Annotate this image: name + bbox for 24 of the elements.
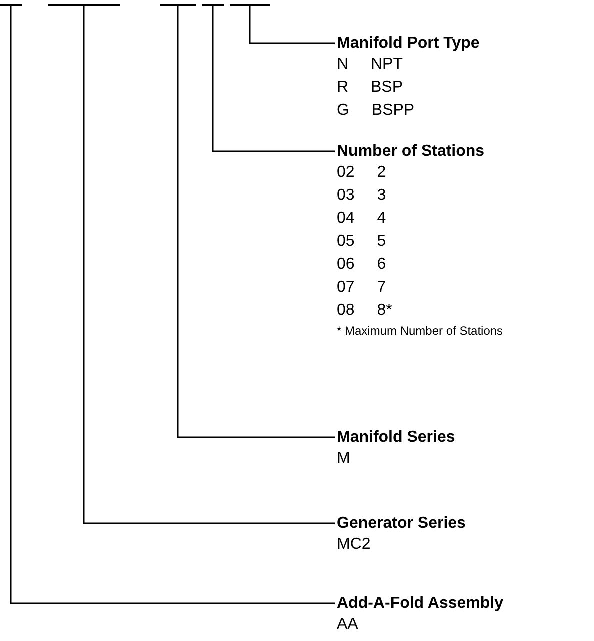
option-row-text: M <box>337 449 350 469</box>
footnote: * Maximum Number of Stations <box>337 323 504 339</box>
option-row-text: G BSPP <box>337 101 415 121</box>
option-row-text: N NPT <box>337 55 403 75</box>
option-row-text: 04 4 <box>337 209 386 229</box>
option-row-text: 07 7 <box>337 278 386 298</box>
option-row-text: MC2 <box>337 535 371 555</box>
leader-line <box>177 6 335 438</box>
option-row-text: 08 8* <box>337 301 392 321</box>
leader-line <box>10 6 335 604</box>
option-heading: Number of Stations <box>337 142 485 161</box>
option-row-text: 02 2 <box>337 163 386 183</box>
option-row-text: 05 5 <box>337 232 386 252</box>
option-heading: Add-A-Fold Assembly <box>337 594 504 613</box>
option-heading: Manifold Series <box>337 428 456 447</box>
option-row-text: R BSP <box>337 78 404 98</box>
option-heading: Generator Series <box>337 514 466 533</box>
option-row-text: 03 3 <box>337 186 386 206</box>
leader-line <box>212 6 335 152</box>
leader-line <box>249 6 335 44</box>
option-row-text: 06 6 <box>337 255 386 275</box>
option-heading: Manifold Port Type <box>337 34 480 53</box>
option-row-text: AA <box>337 615 358 635</box>
leader-line <box>83 6 335 524</box>
